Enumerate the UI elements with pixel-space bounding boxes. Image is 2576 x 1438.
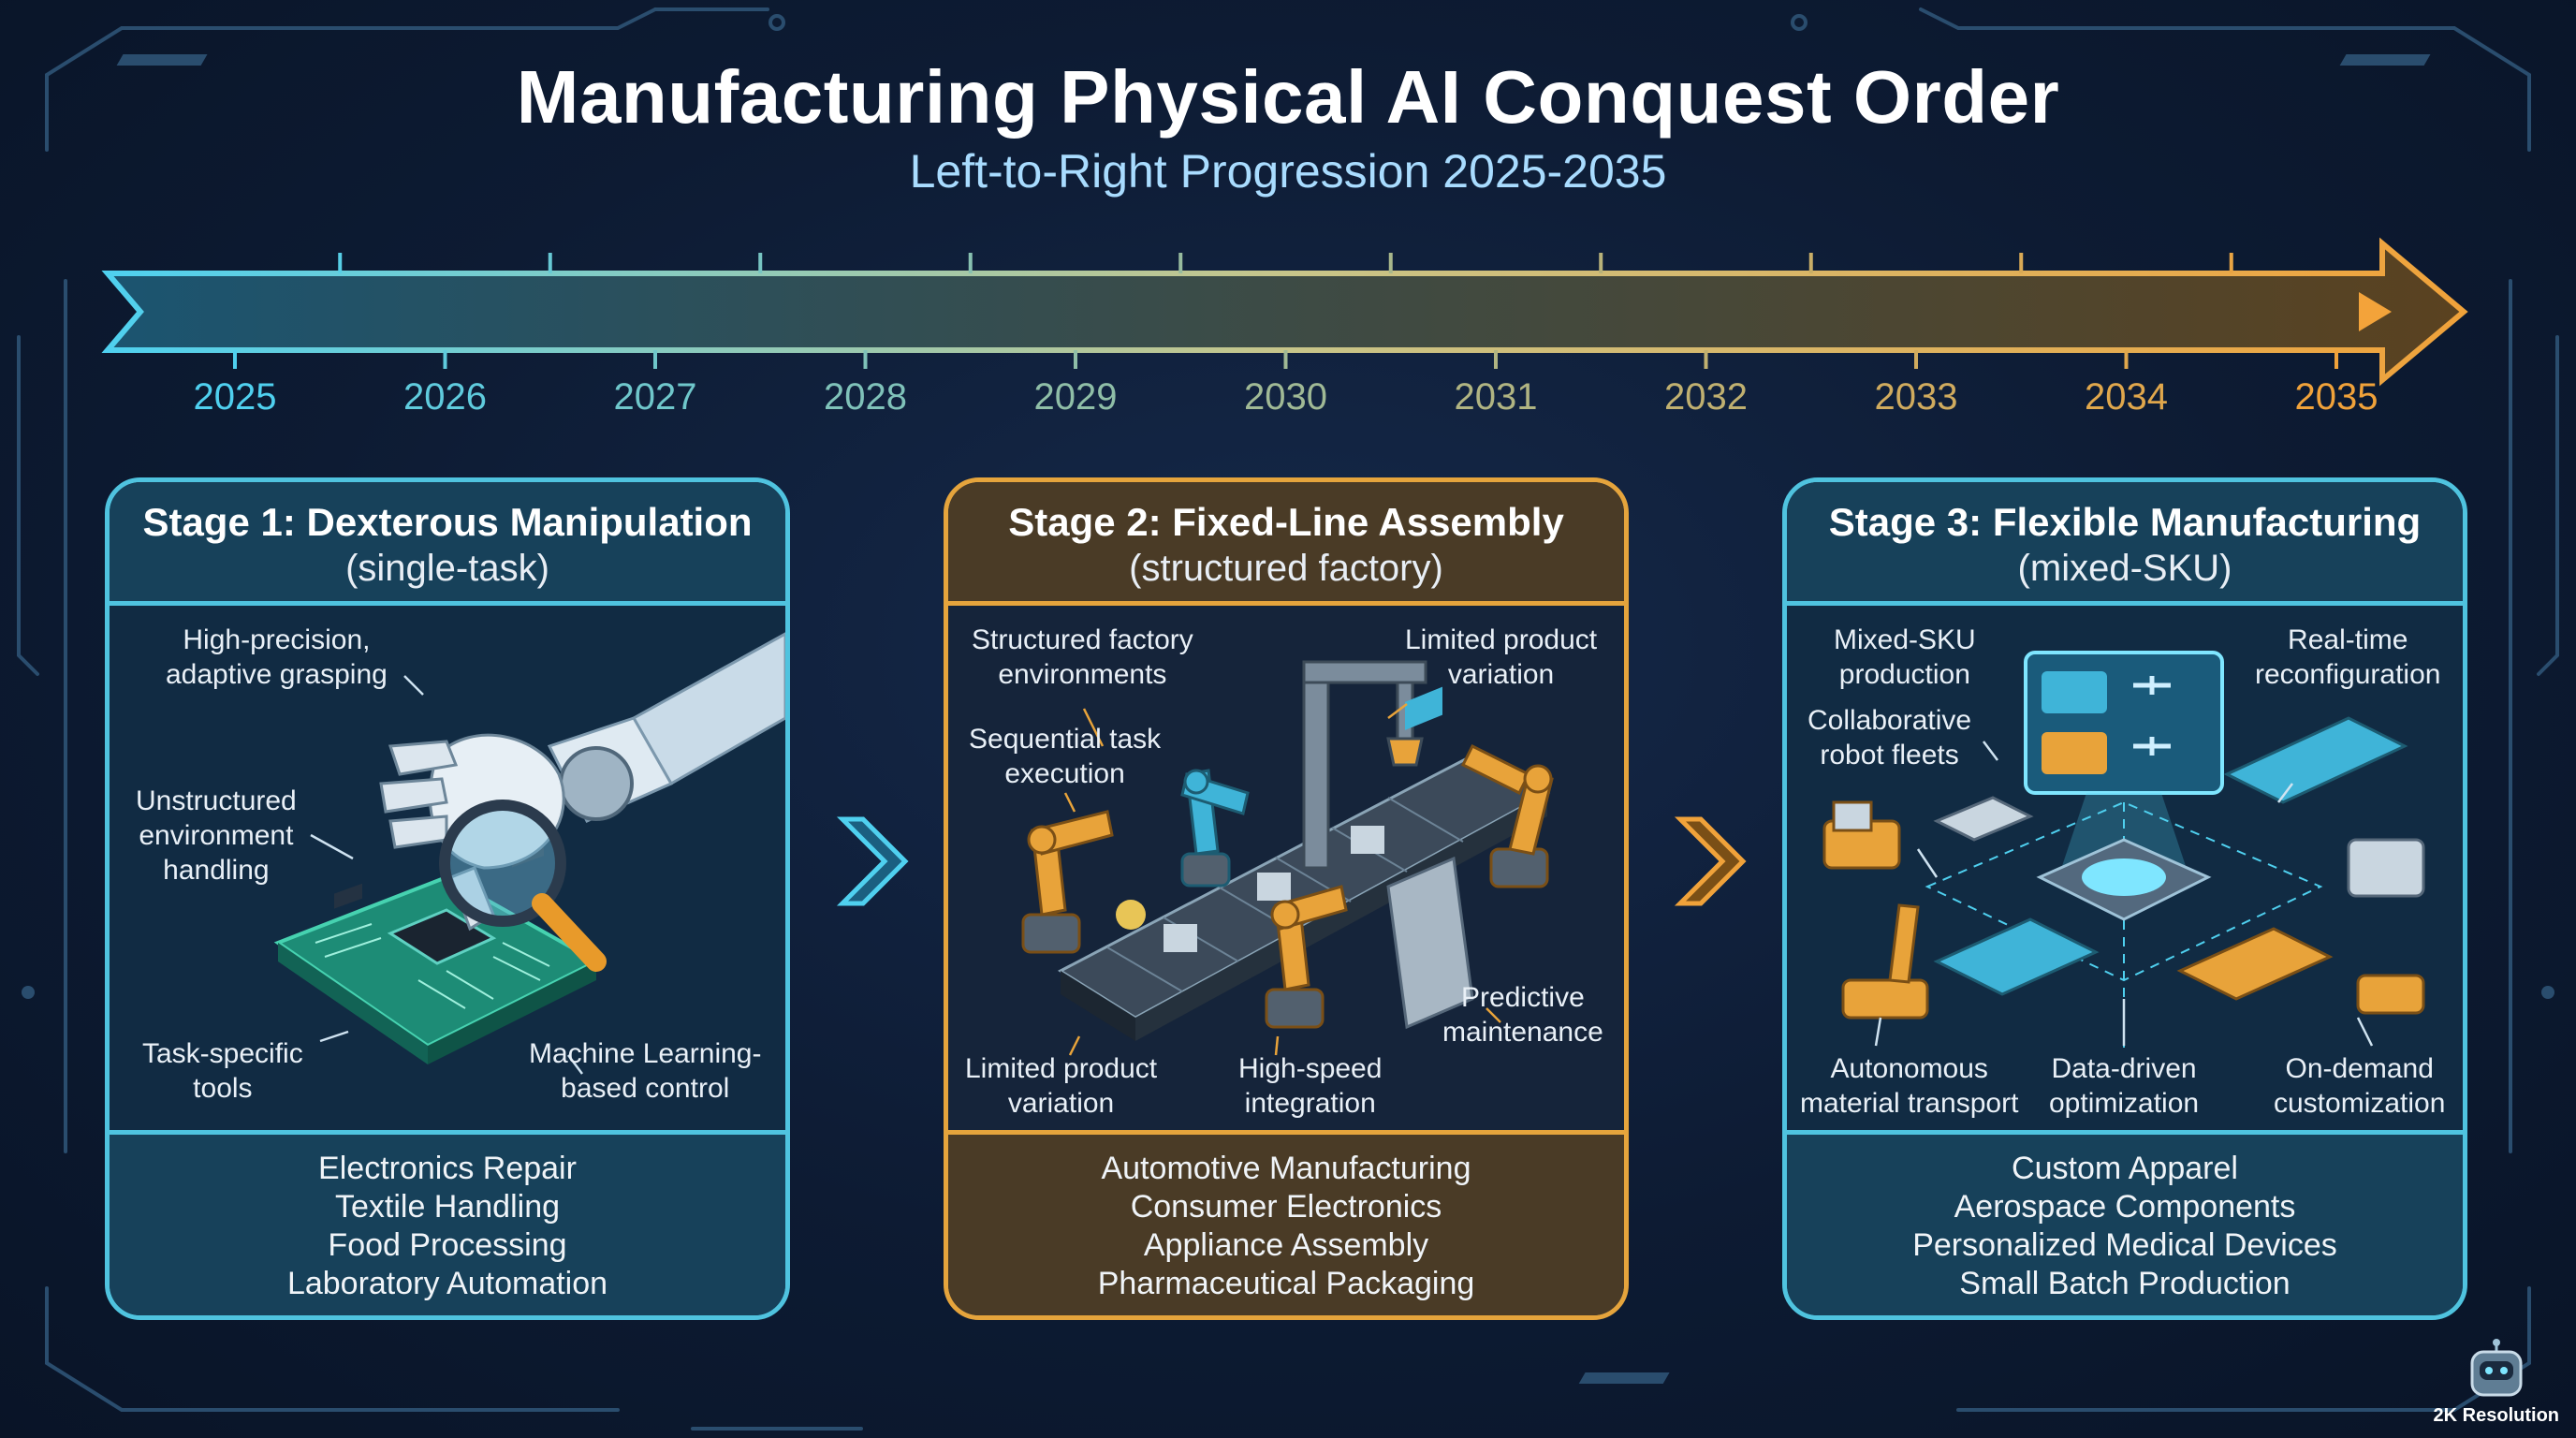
stage-2-label-predictive: Predictive maintenance [1442, 982, 1603, 1048]
control-panel-icon [1386, 686, 1474, 1030]
robot-arm-icon [1021, 743, 1554, 1029]
stage-3-label-mixed: Mixed-SKU production [1834, 624, 1976, 690]
industry-item: Appliance Assembly [1143, 1227, 1429, 1263]
spark-icon [1116, 900, 1146, 930]
industry-item: Personalized Medical Devices [1912, 1227, 2337, 1263]
timeline-year: 2026 [403, 376, 487, 418]
stage-3-title: Stage 3: Flexible Manufacturing [1828, 500, 2422, 544]
delivery-robot-icon [1822, 800, 2425, 1020]
timeline-year: 2032 [1664, 376, 1748, 418]
industry-item: Small Batch Production [1959, 1266, 2291, 1301]
stage-1-industries: Electronics Repair Textile Handling Food… [110, 1130, 785, 1315]
stage-2-label-integration: High-speed integration [1238, 1053, 1383, 1119]
timeline-year: 2029 [1033, 376, 1118, 418]
stage-2-label-variation-bottom: Limited product variation [965, 1053, 1158, 1119]
timeline-arrow [101, 237, 2468, 387]
stage-3-industries: Custom Apparel Aerospace Components Pers… [1787, 1130, 2463, 1315]
stage-2-label-sequential: Sequential task execution [969, 724, 1162, 789]
timeline-year: 2033 [1874, 376, 1958, 418]
stage-3-label-ondemand: On-demand customization [2274, 1053, 2446, 1119]
magnifying-glass-icon [439, 800, 607, 972]
central-hub-icon [2036, 838, 2212, 921]
flexible-factory-illustration [1822, 651, 2425, 1055]
industry-item: Textile Handling [334, 1189, 561, 1225]
stage-3-label-data: Data-driven optimization [2049, 1053, 2200, 1119]
stage-1-label-ml: Machine Learning- based control [529, 1038, 762, 1104]
stage-2-label-structured: Structured factory environments [972, 624, 1193, 690]
industry-item: Aerospace Components [1954, 1189, 2296, 1225]
industry-item: Laboratory Automation [286, 1266, 608, 1301]
stage-1-label-unstructured: Unstructured environment handling [136, 785, 297, 886]
resolution-badge-text: 2K Resolution [2433, 1405, 2559, 1426]
robot-head-icon [2470, 1339, 2523, 1397]
stage-3-label-realtime: Real-time reconfiguration [2255, 624, 2441, 690]
stage-1-label-tools: Task-specific tools [142, 1038, 303, 1104]
stage-1-header: Stage 1: Dexterous Manipulation (single-… [110, 482, 785, 606]
timeline-year: 2035 [2294, 376, 2378, 418]
resolution-badge: 2K Resolution [2434, 1337, 2559, 1427]
stage-1-label-grasp: High-precision, adaptive grasping [166, 624, 388, 690]
timeline-year: 2030 [1244, 376, 1327, 418]
chevron-right-icon [836, 816, 909, 906]
stage-2-header: Stage 2: Fixed-Line Assembly (structured… [948, 482, 1624, 606]
stage-1-illustration: High-precision, adaptive grasping Unstru… [110, 606, 785, 1139]
page-title: Manufacturing Physical AI Conquest Order [516, 55, 2060, 139]
stage-2-subtitle: (structured factory) [1129, 548, 1443, 589]
conveyor-belt-icon [1933, 716, 2408, 1001]
assembly-line-illustration [1021, 660, 1554, 1056]
industry-item: Consumer Electronics [1130, 1189, 1442, 1225]
industry-item: Custom Apparel [2012, 1151, 2238, 1186]
stage-2-card: Stage 2: Fixed-Line Assembly (structured… [944, 477, 1629, 1320]
stage-1-title: Stage 1: Dexterous Manipulation [142, 500, 753, 544]
timeline-year: 2031 [1454, 376, 1538, 418]
gantry-crane-icon [1302, 660, 1427, 870]
stage-2-illustration: Structured factory environments Limited … [948, 606, 1624, 1139]
timeline-year: 2027 [613, 376, 697, 418]
stage-1-subtitle: (single-task) [345, 548, 549, 589]
industry-item: Automotive Manufacturing [1101, 1151, 1471, 1186]
timeline-year: 2034 [2085, 376, 2168, 418]
stage-2-industries: Automotive Manufacturing Consumer Electr… [948, 1130, 1624, 1315]
stage-3-card: Stage 3: Flexible Manufacturing (mixed-S… [1782, 477, 2467, 1320]
stage-3-label-fleets: Collaborative robot fleets [1808, 705, 1972, 770]
stage-3-label-transport: Autonomous material transport [1800, 1053, 2019, 1119]
robot-hand-circuit-illustration [273, 632, 785, 1075]
stage-3-subtitle: (mixed-SKU) [2017, 548, 2232, 589]
stage-1-card: Stage 1: Dexterous Manipulation (single-… [105, 477, 790, 1320]
industry-item: Electronics Repair [318, 1151, 577, 1186]
robot-arm-icon [1180, 769, 1250, 888]
industry-item: Food Processing [328, 1227, 567, 1263]
stage-2-title: Stage 2: Fixed-Line Assembly [1008, 500, 1564, 544]
page-subtitle: Left-to-Right Progression 2025-2035 [909, 145, 1667, 198]
timeline-year: 2028 [824, 376, 907, 418]
stage-3-header: Stage 3: Flexible Manufacturing (mixed-S… [1787, 482, 2463, 606]
timeline-year: 2025 [193, 376, 277, 418]
stage-3-illustration: Mixed-SKU production Real-time reconfigu… [1787, 606, 2463, 1139]
industry-item: Pharmaceutical Packaging [1097, 1266, 1475, 1301]
chevron-right-icon [1674, 816, 1747, 906]
stage-2-label-variation-top: Limited product variation [1405, 624, 1598, 690]
